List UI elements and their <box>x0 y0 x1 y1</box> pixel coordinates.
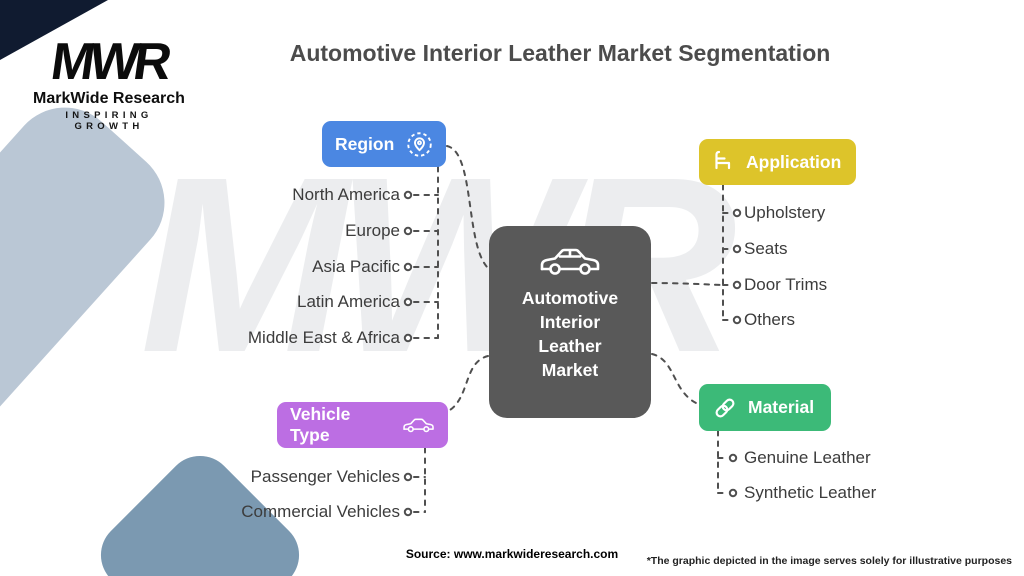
category-region-label: Region <box>335 133 395 154</box>
center-label-line: Interior <box>539 312 601 332</box>
item-others: Others <box>744 310 796 329</box>
application-connectors <box>651 184 742 325</box>
source-text: Source: www.markwideresearch.com <box>405 547 619 561</box>
page-title: Automotive Interior Leather Market Segme… <box>289 40 831 66</box>
material-connectors <box>651 353 738 498</box>
item-genuine-leather: Genuine Leather <box>744 448 871 467</box>
item-europe: Europe <box>345 221 400 240</box>
center-node: Automotive Interior Leather Market <box>489 226 651 418</box>
item-asia-pacific: Asia Pacific <box>312 257 400 276</box>
disclaimer-text: *The graphic depicted in the image serve… <box>646 555 1012 567</box>
chain-link-icon <box>715 398 735 417</box>
center-label-line: Automotive <box>521 288 619 308</box>
map-pin-icon <box>407 131 432 157</box>
item-latin-america: Latin America <box>297 292 400 311</box>
center-node-label: Automotive Interior Leather Market <box>522 286 618 382</box>
car-icon <box>540 248 600 275</box>
car-icon <box>403 418 434 433</box>
center-label-line: Market <box>541 360 599 380</box>
center-label-line: Leather <box>538 336 602 356</box>
category-region: Region <box>322 121 446 167</box>
category-material-label: Material <box>748 397 815 417</box>
category-material: Material <box>699 384 831 431</box>
item-door-trims: Door Trims <box>744 275 828 294</box>
item-passenger-vehicles: Passenger Vehicles <box>250 467 400 486</box>
logo-tagline: INSPIRING GROWTH <box>65 110 153 132</box>
item-commercial-vehicles: Commercial Vehicles <box>241 502 400 521</box>
item-seats: Seats <box>744 239 788 258</box>
item-synthetic-leather: Synthetic Leather <box>744 483 877 502</box>
vehicle-type-connectors <box>403 355 489 517</box>
item-north-america: North America <box>292 185 400 204</box>
item-middle-east-africa: Middle East & Africa <box>247 328 400 347</box>
chair-icon <box>715 150 731 170</box>
category-application: Application <box>699 139 856 185</box>
logo-name: MarkWide Research <box>33 90 185 107</box>
category-application-label: Application <box>746 151 842 172</box>
category-vehicle-type-label: Vehicle Type <box>290 404 351 445</box>
item-upholstery: Upholstery <box>744 203 826 222</box>
region-connectors <box>403 145 489 343</box>
markwide-logo: MWR MarkWide Research INSPIRING GROWTH <box>28 33 190 132</box>
category-vehicle-type: Vehicle Type <box>277 402 448 448</box>
logo-monogram: MWR <box>47 33 171 91</box>
